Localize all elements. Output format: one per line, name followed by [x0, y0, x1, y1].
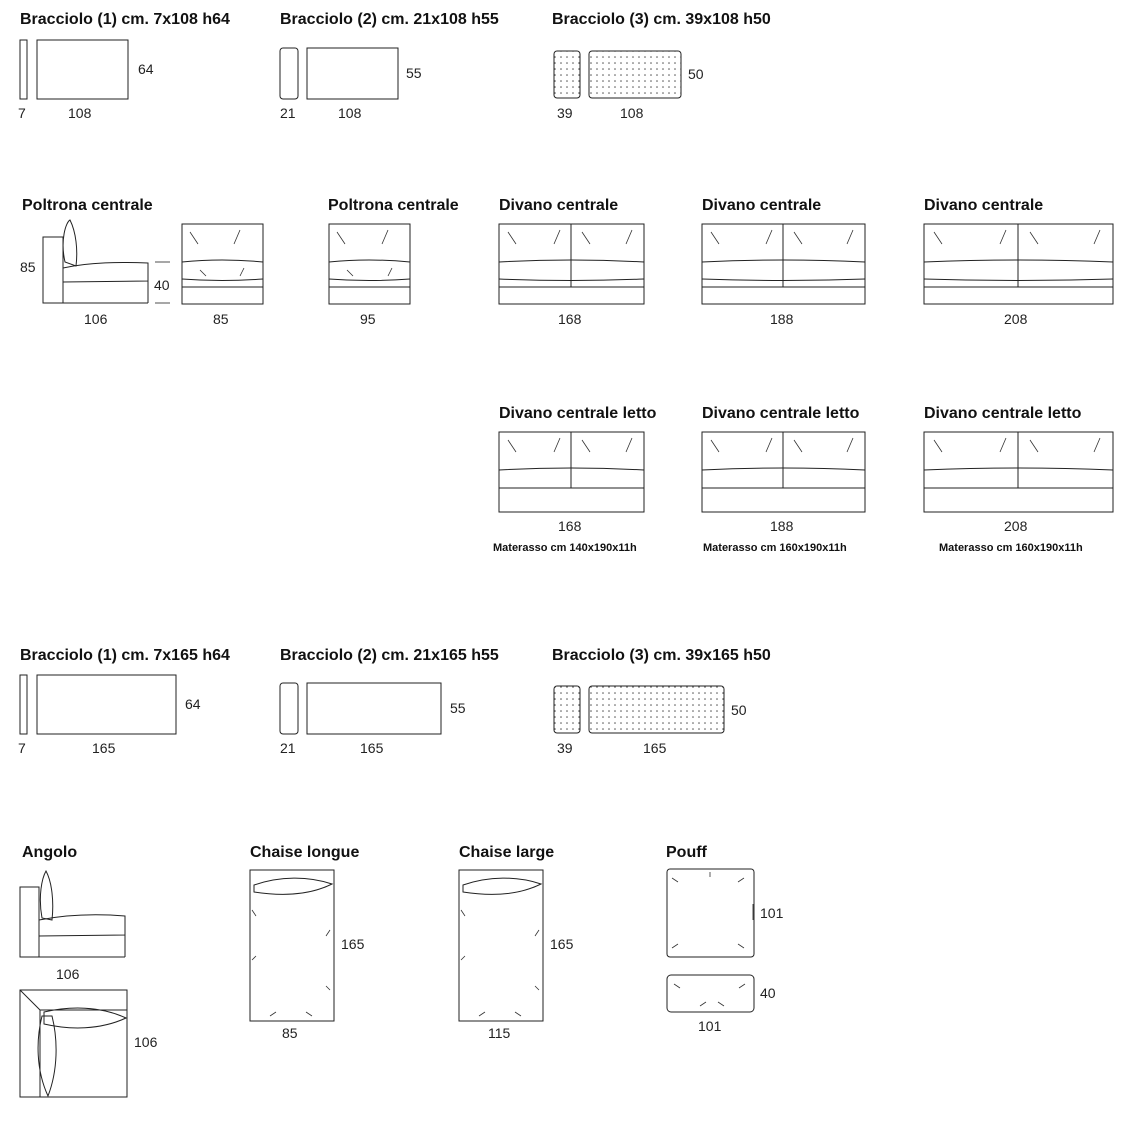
sofa-bed-188-mattress: Materasso cm 160x190x11h	[703, 542, 847, 554]
armrest-1-108-title: Bracciolo (1) cm. 7x108 h64	[20, 11, 230, 28]
chaise-large-length: 165	[550, 936, 574, 952]
armrest-2-165-title: Bracciolo (2) cm. 21x165 h55	[280, 647, 499, 664]
armrest-2-108: Bracciolo (2) cm. 21x108 h55 21 108 55	[279, 11, 499, 121]
armrest-1-165-width: 7	[18, 740, 26, 756]
armrest-3-165: Bracciolo (3) cm. 39x165 h50 39 165 50	[552, 647, 771, 756]
sofa-bed-188-width: 188	[770, 518, 794, 534]
armrest-2-108-title: Bracciolo (2) cm. 21x108 h55	[280, 11, 499, 28]
armchair-center-front-85	[181, 223, 264, 305]
armrest-1-165-length: 165	[92, 740, 116, 756]
sofa-bed-168: Divano centrale letto 168 Materasso cm 1…	[493, 405, 657, 554]
pouf-height: 40	[760, 985, 776, 1001]
armrest-2-108-height: 55	[406, 65, 422, 81]
armchair-center-side: Poltrona centrale 85 40 106 85	[20, 197, 264, 327]
chaise-large: Chaise large 165 115	[458, 844, 574, 1041]
sofa-bed-168-title: Divano centrale letto	[499, 405, 657, 422]
sofa-bed-168-mattress: Materasso cm 140x190x11h	[493, 542, 637, 554]
armrest-3-165-height: 50	[731, 702, 747, 718]
armchair-center-95-width: 95	[360, 311, 376, 327]
sofa-center-208-width: 208	[1004, 311, 1028, 327]
armrest-1-108: Bracciolo (1) cm. 7x108 h64 7 108 64	[18, 11, 230, 121]
armrest-2-165-height: 55	[450, 700, 466, 716]
armchair-center-front-width: 85	[213, 311, 229, 327]
sofa-bed-208-title: Divano centrale letto	[924, 405, 1082, 422]
armrest-1-165: Bracciolo (1) cm. 7x165 h64 7 165 64	[18, 647, 230, 756]
chaise-longue-title: Chaise longue	[250, 844, 359, 861]
armrest-2-165: Bracciolo (2) cm. 21x165 h55 21 165 55	[279, 647, 499, 756]
sofa-bed-208-mattress: Materasso cm 160x190x11h	[939, 542, 1083, 554]
armrest-3-108-length: 108	[620, 105, 644, 121]
armchair-center-side-seat-height: 40	[154, 277, 170, 293]
corner-unit-side: 106	[134, 1034, 158, 1050]
armrest-3-108-width: 39	[557, 105, 573, 121]
corner-unit-title: Angolo	[22, 844, 77, 861]
sofa-center-188: Divano centrale 188	[701, 197, 866, 327]
chaise-large-title: Chaise large	[459, 844, 554, 861]
sofa-center-168-title: Divano centrale	[499, 197, 618, 214]
pouf-width: 101	[698, 1018, 722, 1034]
sofa-center-208-title: Divano centrale	[924, 197, 1043, 214]
chaise-longue-width: 85	[282, 1025, 298, 1041]
armrest-3-108: Bracciolo (3) cm. 39x108 h50 39 108 50	[552, 11, 771, 121]
pouf: Pouff 101 40 101	[666, 844, 784, 1034]
chaise-longue: Chaise longue 165 85	[249, 844, 365, 1041]
armrest-2-165-length: 165	[360, 740, 384, 756]
sofa-bed-168-width: 168	[558, 518, 582, 534]
sofa-center-208: Divano centrale 208	[923, 197, 1114, 327]
pouf-size: 101	[760, 905, 784, 921]
armrest-3-108-height: 50	[688, 66, 704, 82]
sofa-center-168: Divano centrale 168	[498, 197, 645, 327]
armrest-1-108-width: 7	[18, 105, 26, 121]
sofa-bed-208: Divano centrale letto 208 Materasso cm 1…	[923, 405, 1114, 554]
armrest-3-108-title: Bracciolo (3) cm. 39x108 h50	[552, 11, 771, 28]
armrest-3-165-title: Bracciolo (3) cm. 39x165 h50	[552, 647, 771, 664]
armrest-1-108-length: 108	[68, 105, 92, 121]
sofa-center-188-width: 188	[770, 311, 794, 327]
sofa-bed-208-width: 208	[1004, 518, 1028, 534]
chaise-large-width: 115	[488, 1025, 511, 1041]
corner-unit: Angolo 106 106	[19, 844, 158, 1098]
armchair-center-side-depth: 106	[84, 311, 108, 327]
armrest-1-108-height: 64	[138, 61, 154, 77]
armchair-center-95-title: Poltrona centrale	[328, 197, 459, 214]
chaise-longue-length: 165	[341, 936, 365, 952]
armrest-2-165-width: 21	[280, 740, 296, 756]
armrest-2-108-length: 108	[338, 105, 362, 121]
armrest-1-165-height: 64	[185, 696, 201, 712]
sofa-center-188-title: Divano centrale	[702, 197, 821, 214]
pouf-title: Pouff	[666, 844, 708, 861]
sofa-center-168-width: 168	[558, 311, 582, 327]
armrest-2-108-width: 21	[280, 105, 296, 121]
armrest-3-165-length: 165	[643, 740, 667, 756]
sofa-bed-188: Divano centrale letto 188 Materasso cm 1…	[701, 405, 866, 554]
armchair-center-95: Poltrona centrale 95	[328, 197, 459, 327]
armrest-1-165-title: Bracciolo (1) cm. 7x165 h64	[20, 647, 230, 664]
sofa-bed-188-title: Divano centrale letto	[702, 405, 860, 422]
armchair-center-side-height: 85	[20, 259, 36, 275]
armchair-center-side-title: Poltrona centrale	[22, 197, 153, 214]
armrest-3-165-width: 39	[557, 740, 573, 756]
corner-unit-depth: 106	[56, 966, 80, 982]
